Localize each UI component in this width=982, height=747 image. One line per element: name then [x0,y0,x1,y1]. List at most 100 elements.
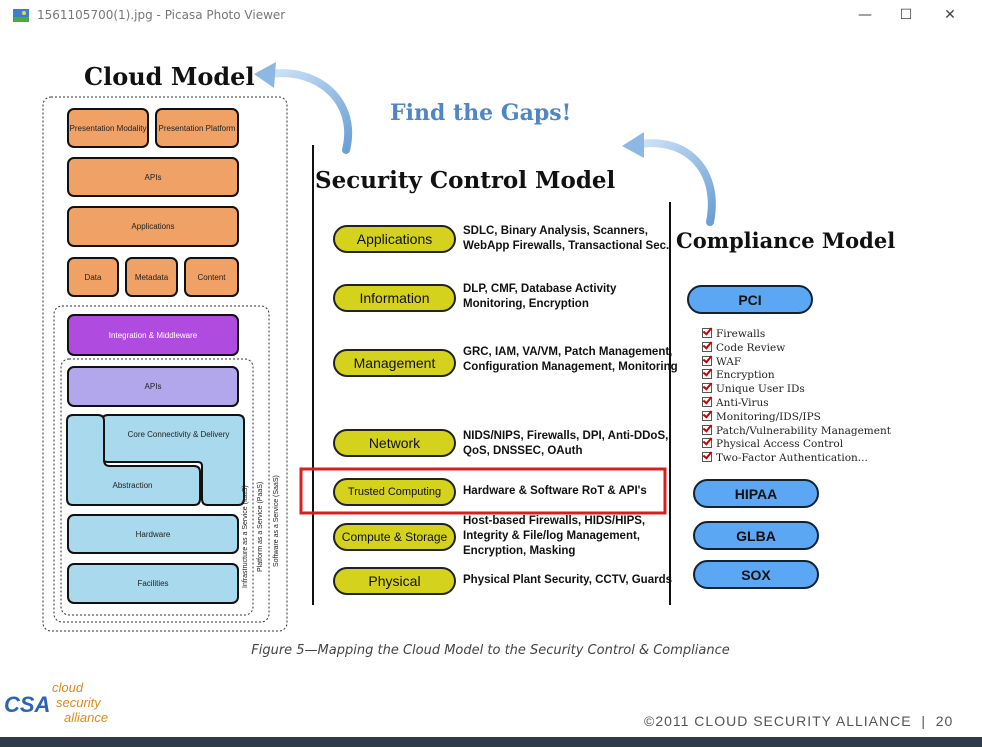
compliance-pill-hipaa: HIPAA [693,479,819,508]
figure-caption: Figure 5—Mapping the Cloud Model to the … [251,643,730,658]
checkbox-checked-icon [702,438,712,449]
abstraction-box [66,414,201,506]
iaas-label: Infrastructure as a Service (IaaS) [242,485,249,588]
checklist-text: Monitoring/IDS/IPS [716,410,821,423]
security-control-title: Security Control Model [315,167,616,194]
checkbox-checked-icon [702,452,712,463]
checkbox-checked-icon [702,396,712,407]
picasa-image-icon [13,9,29,22]
apis-infrastructure-box: APIs [67,366,239,407]
curved-arrow-icon [636,139,716,226]
checkbox-checked-icon [702,383,712,394]
applications-box: Applications [67,206,239,247]
content-box: Content [184,257,239,297]
maximize-icon: ☐ [899,7,913,23]
checkbox-checked-icon [702,355,712,366]
security-pill-network: Network [333,429,456,457]
pci-checklist: Firewalls Code Review WAF Encryption Uni… [702,328,891,466]
checklist-item: Monitoring/IDS/IPS [702,410,891,425]
checklist-item: Encryption [702,369,891,383]
saas-boundary [42,96,288,632]
security-desc-network: NIDS/NIPS, Firewalls, DPI, Anti-DDoS, Qo… [463,429,668,459]
security-pill-trusted-computing: Trusted Computing [333,478,456,506]
checkbox-checked-icon [702,410,712,421]
desc-line: GRC, IAM, VA/VM, Patch Management, [463,346,673,358]
checklist-item: Physical Access Control [702,438,891,452]
security-desc-applications: SDLC, Binary Analysis, Scanners, WebApp … [463,224,669,254]
core-connectivity-label: Core Connectivity & Delivery [127,430,230,439]
checklist-item: Anti-Virus [702,396,891,411]
saas-label: Software as a Service (SaaS) [273,475,280,567]
integration-middleware-box: Integration & Middleware [67,314,239,356]
presentation-platform-box: Presentation Platform [155,108,239,148]
arrow-head-icon [254,62,276,88]
checklist-text: Encryption [716,369,775,382]
desc-line: Encryption, Masking [463,545,576,557]
minimize-button[interactable]: — [842,0,888,32]
trusted-computing-highlight [299,467,667,515]
desc-line: Host-based Firewalls, HIDS/HIPS, [463,515,646,527]
window-title: 1561105700(1).jpg - Picasa Photo Viewer [37,8,286,22]
checkbox-checked-icon [702,341,712,352]
desc-line: Physical Plant Security, CCTV, Guards [463,574,672,586]
security-pill-applications: Applications [333,225,456,253]
arrow-head-icon [622,132,644,158]
checklist-text: Physical Access Control [716,438,844,451]
paas-boundary [53,305,270,623]
close-button[interactable]: ✕ [927,0,973,32]
csa-logo-mark: CSA [4,692,51,717]
checklist-item: Unique User IDs [702,383,891,397]
checkbox-checked-icon [702,369,712,380]
desc-line: DLP, CMF, Database Activity [463,283,617,295]
checklist-text: Anti-Virus [716,396,769,409]
facilities-box: Facilities [67,563,239,604]
checklist-item: WAF [702,355,891,370]
desc-line: Configuration Management, Monitoring [463,361,678,373]
photo-image: Cloud Model Find the Gaps! Security Cont… [4,32,973,747]
desc-line: QoS, DNSSEC, OAuth [463,445,583,457]
minimize-icon: — [858,7,872,23]
security-pill-information: Information [333,284,456,312]
abstraction-label: Abstraction [112,481,153,490]
maximize-button[interactable]: ☐ [883,0,929,32]
desc-line: Hardware & Software RoT & API's [463,485,647,497]
logo-line: alliance [64,710,109,725]
iaas-boundary [60,358,254,616]
security-desc-compute-storage: Host-based Firewalls, HIDS/HIPS, Integri… [463,514,645,559]
copyright-footer: ©2011 CLOUD SECURITY ALLIANCE | 20 [644,713,954,729]
hardware-box: Hardware [67,514,239,554]
cloud-model-title: Cloud Model [84,62,255,91]
security-desc-trusted-computing: Hardware & Software RoT & API's [463,484,647,499]
checklist-text: Unique User IDs [716,383,805,396]
taskbar[interactable] [0,737,982,747]
apis-box: APIs [67,157,239,197]
presentation-modality-box: Presentation Modality [67,108,149,148]
logo-line: security [56,695,101,710]
csa-logo-text: cloud security alliance [52,680,108,725]
desc-line: NIDS/NIPS, Firewalls, DPI, Anti-DDoS, [463,430,669,442]
compliance-model-title: Compliance Model [676,228,896,253]
curved-arrow-icon [266,69,353,154]
compliance-pill-pci: PCI [687,285,813,314]
compliance-pill-sox: SOX [693,560,819,589]
checklist-item: Firewalls [702,328,891,342]
paas-label: Platform as a Service (PaaS) [257,481,264,572]
desc-line: SDLC, Binary Analysis, Scanners, [463,225,648,237]
checklist-item: Code Review [702,341,891,356]
checklist-text: Firewalls [716,328,766,340]
checklist-text: Patch/Vulnerability Management [716,424,891,437]
find-gaps-heading: Find the Gaps! [390,100,572,126]
data-box: Data [67,257,119,297]
checklist-text: Code Review [716,341,786,354]
compliance-pill-glba: GLBA [693,521,819,550]
title-bar[interactable]: 1561105700(1).jpg - Picasa Photo Viewer … [0,0,982,32]
desc-line: WebApp Firewalls, Transactional Sec. [463,240,670,252]
desc-line: Integrity & File/log Management, [463,530,640,542]
checklist-text: Two-Factor Authentication... [716,452,868,465]
checklist-item: Two-Factor Authentication... [702,452,891,466]
checklist-item: Patch/Vulnerability Management [702,424,891,439]
metadata-box: Metadata [125,257,178,297]
security-desc-physical: Physical Plant Security, CCTV, Guards [463,573,672,588]
security-desc-management: GRC, IAM, VA/VM, Patch Management, Confi… [463,345,678,375]
